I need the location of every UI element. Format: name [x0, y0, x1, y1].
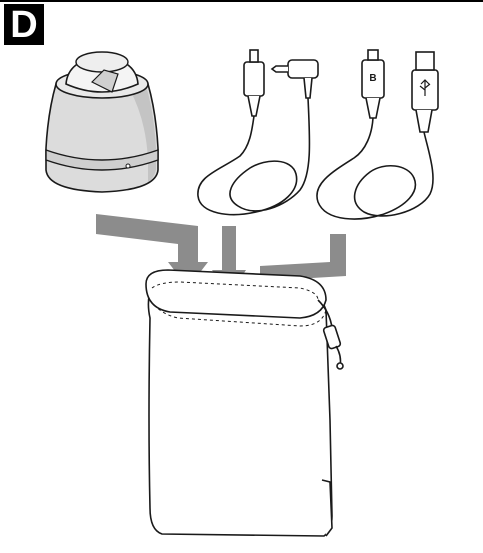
usb-cable-a-tip	[416, 52, 434, 70]
usb-cable-cord	[317, 118, 433, 219]
speaker-cap	[76, 52, 128, 72]
speaker-illustration	[46, 52, 158, 192]
audio-cable-illustration	[198, 50, 318, 215]
audio-cable-plug-left	[244, 62, 264, 96]
audio-cable-plug-left-tip	[250, 50, 258, 62]
usb-cable-strain-micro	[366, 98, 380, 118]
pouch-cord-knot	[337, 363, 343, 369]
micro-b-marking: B	[369, 73, 376, 84]
audio-cable-plug-right	[288, 60, 318, 78]
usb-cable-illustration: B	[317, 50, 438, 219]
pouch-opening	[146, 270, 326, 318]
usb-cable-strain-a	[416, 110, 432, 132]
pouch-body	[148, 286, 332, 536]
audio-cable-strain-right	[304, 78, 312, 98]
audio-cable-jack-tip	[272, 66, 288, 72]
audio-cable-strain-left	[248, 96, 260, 116]
usb-cable-micro-tip	[368, 50, 378, 60]
pouch-illustration	[146, 270, 343, 536]
speaker-led	[126, 164, 130, 168]
